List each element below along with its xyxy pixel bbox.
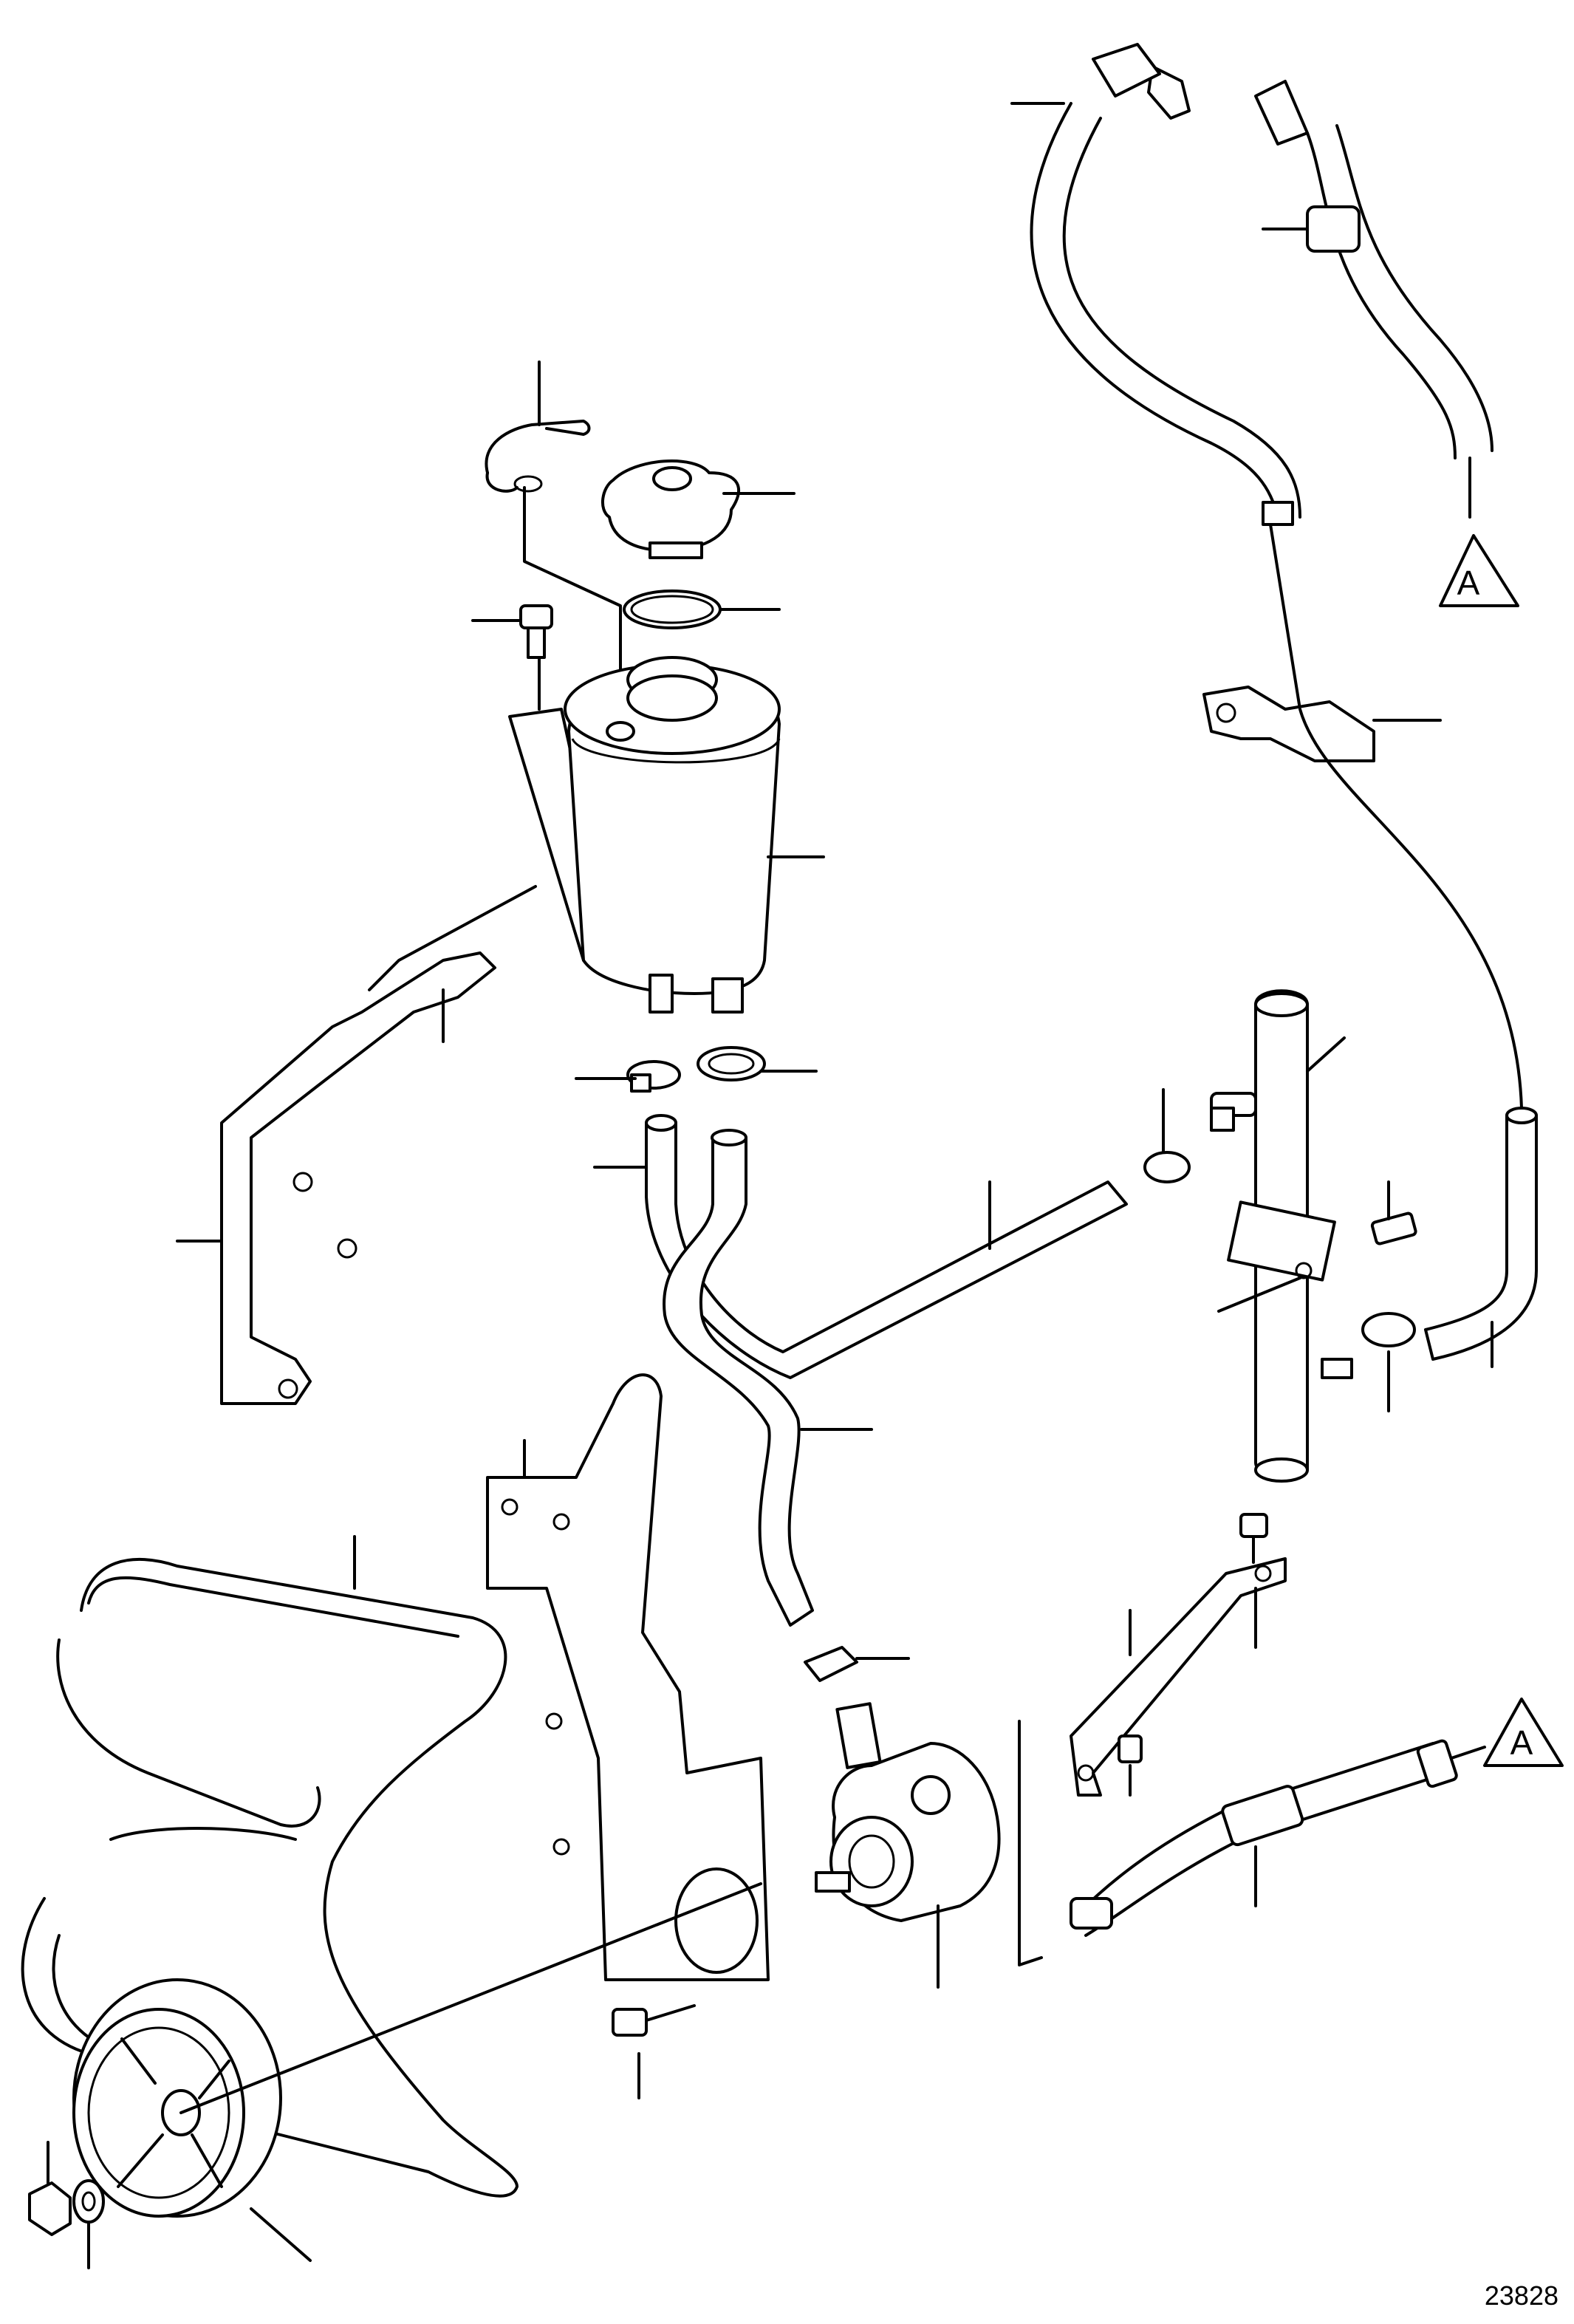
reservoir-support-bracket: [176, 885, 537, 1405]
leader-pump-outlet: [1018, 1720, 1043, 1966]
reservoir-bolt: [471, 604, 553, 711]
reference-mark-a-top-label: A: [1457, 564, 1480, 602]
high-pressure-line-lower: [1070, 1739, 1486, 1937]
hose-clamp-small-pump: [804, 1646, 910, 1682]
pump-pulley: [72, 1882, 762, 2262]
reference-mark-a-bottom: A: [1483, 1698, 1564, 1767]
hose-clamp-left: [575, 1060, 681, 1093]
power-steering-reservoir: [508, 656, 825, 1014]
pump-bolt: [612, 2004, 696, 2099]
oil-cooler-pipe: [1210, 989, 1346, 1483]
pressure-hose-to-pump: [663, 1129, 873, 1627]
pulley-washer: [72, 2179, 105, 2269]
pump-support-brace: [1070, 1557, 1287, 1797]
hose-clamp-bracket: [1202, 686, 1523, 1110]
cooler-bolt-upper: [1370, 1180, 1417, 1245]
brace-bolt-upper: [1239, 1513, 1268, 1649]
cooler-hose-left: [1143, 1088, 1235, 1183]
power-steering-pump: [815, 1702, 1001, 1989]
return-hose-upper: [1254, 80, 1493, 519]
reference-mark-a-top: A: [1439, 534, 1519, 607]
reservoir-cap: [600, 459, 795, 559]
figure-number: 23828: [1485, 2280, 1558, 2311]
pump-mounting-bracket: [486, 1373, 770, 1981]
brace-bolt-lower: [1118, 1735, 1143, 1797]
high-pressure-hose-upper: [1010, 43, 1301, 711]
hose-clamp-right: [697, 1046, 818, 1081]
reservoir-o-ring: [623, 589, 781, 629]
cooler-hose-right: [1321, 1107, 1538, 1412]
reference-mark-a-bottom-label: A: [1510, 1723, 1533, 1762]
wire-clip: [485, 360, 622, 707]
pulley-nut: [28, 2141, 72, 2236]
